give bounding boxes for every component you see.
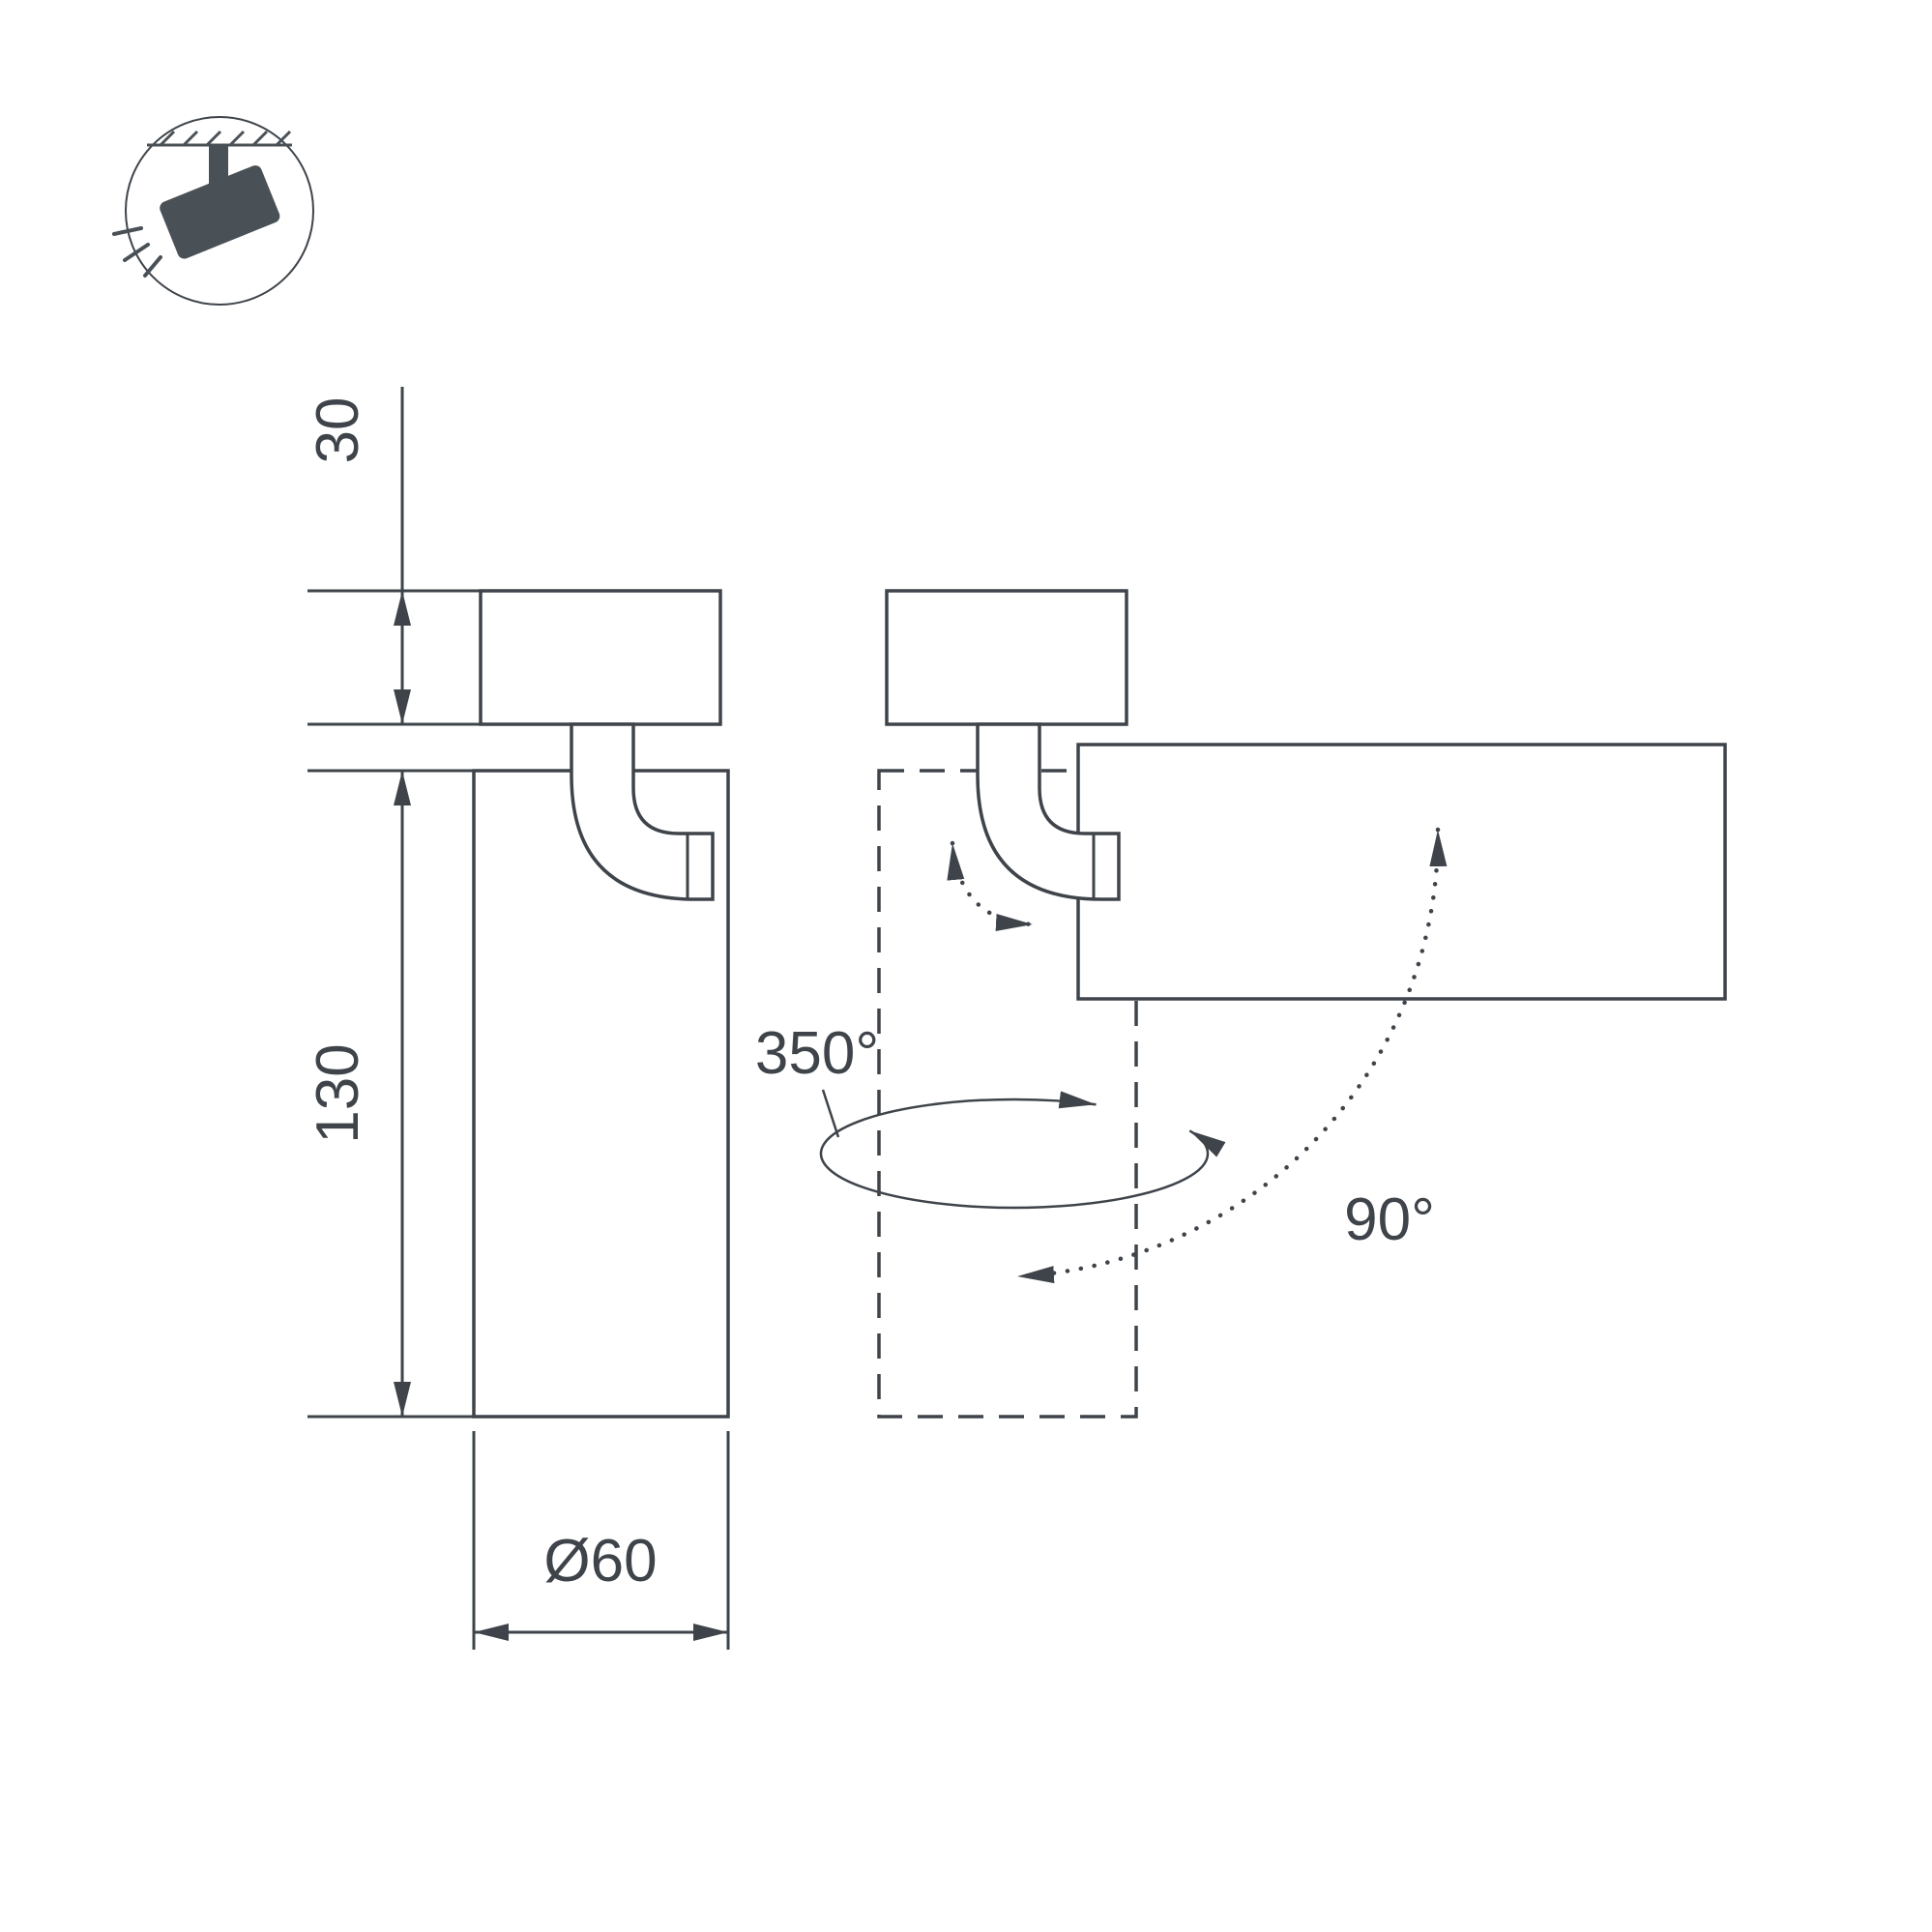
arrowhead-up (394, 771, 411, 805)
spotlight-icon (112, 116, 314, 306)
icon-lamp-body (160, 165, 280, 259)
tilt-angle-label: 90° (1344, 1186, 1435, 1253)
dim-diameter-label: Ø60 (543, 1528, 657, 1595)
icon-mount-stem (209, 145, 228, 186)
rotation-leader-line (821, 1089, 840, 1138)
dim-body-length-label: 130 (305, 1043, 371, 1143)
mount-block (479, 589, 722, 726)
arrowhead-left (474, 1624, 509, 1641)
dimension-mount-height: 30 (305, 387, 481, 726)
dim-mount-height-label: 30 (305, 397, 371, 464)
arrowhead-up (394, 591, 411, 626)
tilt-arc (1014, 827, 1448, 1284)
icon-ceiling-hatch (159, 130, 292, 147)
rotation-angle-label: 350° (755, 1020, 879, 1087)
front-view (472, 589, 730, 1419)
cylinder-body-tilted (1076, 743, 1727, 1001)
rotation-view: 350° 90° (755, 589, 1727, 1419)
mount-block (885, 589, 1128, 726)
dimension-diameter: Ø60 (472, 1431, 730, 1650)
icon-circle (125, 116, 314, 306)
dimension-body-length: 130 (305, 769, 474, 1419)
swivel-arm (570, 722, 715, 901)
arrowhead-down (394, 689, 411, 724)
arrowhead-right (693, 1624, 728, 1641)
icon-light-rays (112, 226, 162, 278)
arrowhead-down (394, 1382, 411, 1417)
